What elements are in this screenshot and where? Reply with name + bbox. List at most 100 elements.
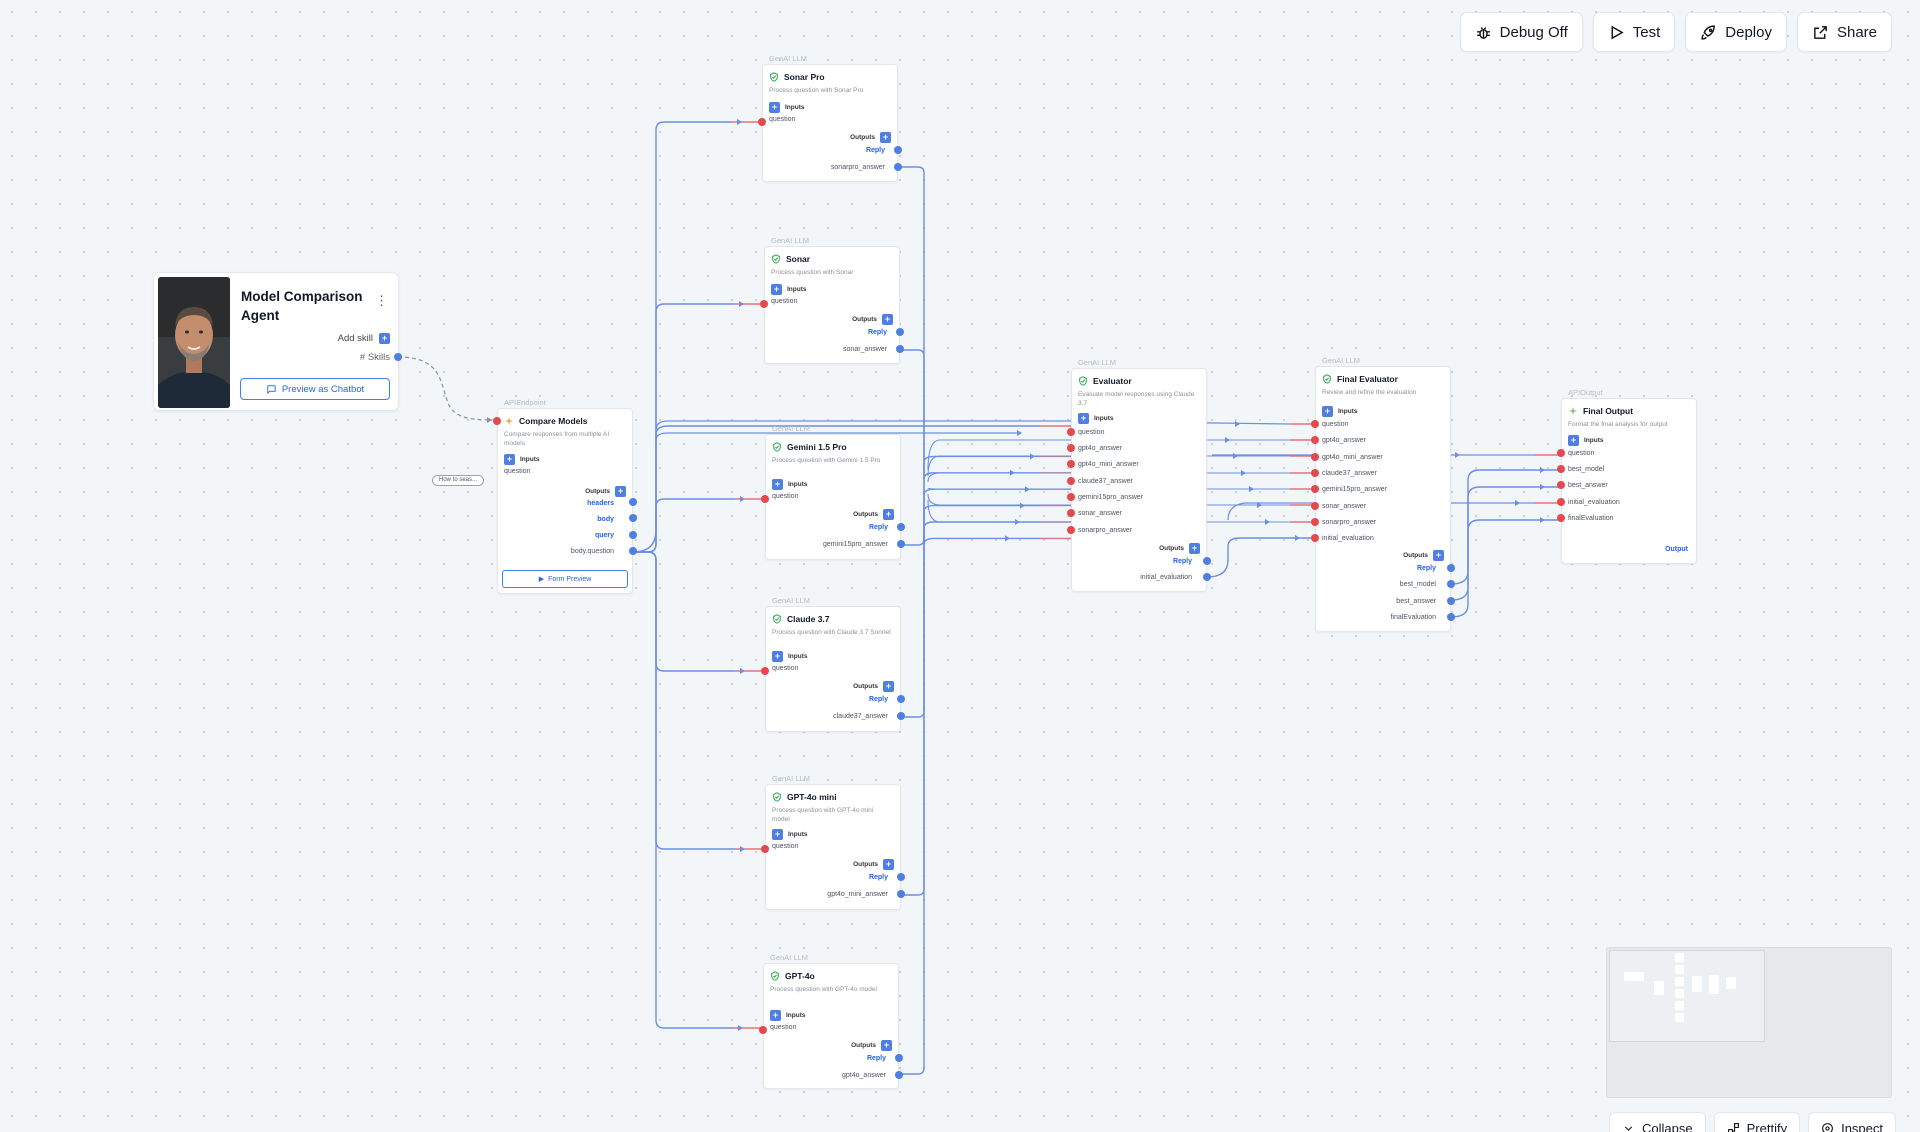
- input-port[interactable]: [761, 845, 769, 853]
- minimap-viewport[interactable]: [1609, 950, 1765, 1042]
- input-port[interactable]: [1311, 485, 1319, 493]
- input-port[interactable]: [1067, 444, 1075, 452]
- output-port[interactable]: [894, 146, 902, 154]
- input-port[interactable]: [1557, 498, 1565, 506]
- deploy-button[interactable]: Deploy: [1685, 12, 1787, 52]
- inputs-section[interactable]: +Inputs: [770, 1010, 806, 1021]
- input-port[interactable]: [760, 300, 768, 308]
- input-port[interactable]: [761, 495, 769, 503]
- form-preview-button[interactable]: ▶Form Preview: [502, 570, 628, 588]
- collapse-button[interactable]: Collapse: [1609, 1112, 1706, 1132]
- input-port[interactable]: [1311, 518, 1319, 526]
- plus-icon[interactable]: +: [504, 454, 515, 465]
- plus-icon[interactable]: +: [880, 132, 891, 143]
- plus-icon[interactable]: +: [1189, 543, 1200, 554]
- output-port[interactable]: [897, 873, 905, 881]
- output-port[interactable]: [1447, 580, 1455, 588]
- inputs-section[interactable]: +Inputs: [504, 454, 540, 465]
- inputs-section[interactable]: +Inputs: [769, 102, 805, 113]
- input-port[interactable]: [1067, 493, 1075, 501]
- evaluator-node[interactable]: GenAI LLM Evaluator Evaluate model respo…: [1071, 358, 1207, 592]
- input-port[interactable]: [1067, 526, 1075, 534]
- output-port[interactable]: [897, 695, 905, 703]
- input-port[interactable]: [1067, 477, 1075, 485]
- plus-icon[interactable]: +: [769, 102, 780, 113]
- inputs-section[interactable]: +Inputs: [1568, 435, 1604, 446]
- plus-icon[interactable]: +: [883, 859, 894, 870]
- plus-icon[interactable]: +: [882, 314, 893, 325]
- more-options-icon[interactable]: ⋮: [375, 293, 388, 308]
- input-port[interactable]: [1311, 436, 1319, 444]
- question-value-pill[interactable]: How to seas...: [432, 475, 484, 486]
- plus-icon[interactable]: +: [770, 1010, 781, 1021]
- input-port[interactable]: [1067, 460, 1075, 468]
- input-port[interactable]: [1311, 502, 1319, 510]
- skills-port[interactable]: [394, 353, 402, 361]
- plus-icon[interactable]: +: [379, 333, 390, 344]
- llm-node-sonar[interactable]: GenAI LLM Sonar Process question with So…: [764, 236, 900, 364]
- outputs-section[interactable]: Outputs+: [1159, 543, 1200, 554]
- add-skill-row[interactable]: Add skill +: [338, 333, 390, 344]
- output-port[interactable]: [629, 547, 637, 555]
- output-port[interactable]: [629, 514, 637, 522]
- output-port[interactable]: [894, 163, 902, 171]
- output-port[interactable]: [1447, 613, 1455, 621]
- preview-chatbot-button[interactable]: Preview as Chatbot: [240, 378, 390, 400]
- output-port[interactable]: [897, 540, 905, 548]
- output-port[interactable]: [1203, 557, 1211, 565]
- agent-card[interactable]: Model Comparison Agent ⋮ Add skill + # S…: [153, 272, 399, 411]
- input-port[interactable]: [1311, 453, 1319, 461]
- plus-icon[interactable]: +: [1568, 435, 1579, 446]
- inputs-section[interactable]: +Inputs: [771, 284, 807, 295]
- final-output-node[interactable]: APIOutput Final Output Format the final …: [1561, 388, 1697, 564]
- outputs-section[interactable]: Outputs+: [851, 1040, 892, 1051]
- input-port[interactable]: [761, 667, 769, 675]
- input-port[interactable]: [1067, 428, 1075, 436]
- input-port[interactable]: [493, 417, 501, 425]
- plus-icon[interactable]: +: [883, 509, 894, 520]
- inputs-section[interactable]: +Inputs: [772, 829, 808, 840]
- plus-icon[interactable]: +: [772, 829, 783, 840]
- output-port[interactable]: [896, 328, 904, 336]
- llm-node-claude[interactable]: GenAI LLM Claude 3.7 Process question wi…: [765, 596, 901, 732]
- llm-node-gpt4o-mini[interactable]: GenAI LLM GPT-4o mini Process question w…: [765, 774, 901, 910]
- input-port[interactable]: [1311, 534, 1319, 542]
- output-port[interactable]: [629, 531, 637, 539]
- output-port[interactable]: [897, 712, 905, 720]
- inputs-section[interactable]: +Inputs: [1322, 406, 1358, 417]
- prettify-button[interactable]: Prettify: [1713, 1112, 1801, 1132]
- test-button[interactable]: Test: [1592, 12, 1676, 52]
- plus-icon[interactable]: +: [1322, 406, 1333, 417]
- inputs-section[interactable]: +Inputs: [772, 651, 808, 662]
- input-port[interactable]: [759, 1026, 767, 1034]
- plus-icon[interactable]: +: [772, 651, 783, 662]
- plus-icon[interactable]: +: [881, 1040, 892, 1051]
- output-port[interactable]: [895, 1054, 903, 1062]
- outputs-section[interactable]: Outputs+: [853, 859, 894, 870]
- output-port[interactable]: [897, 890, 905, 898]
- input-port[interactable]: [1557, 514, 1565, 522]
- compare-models-node[interactable]: APIEndpoint Compare Models Compare respo…: [497, 398, 633, 594]
- llm-node-sonar-pro[interactable]: GenAI LLM Sonar Pro Process question wit…: [762, 54, 898, 182]
- input-port[interactable]: [1311, 420, 1319, 428]
- plus-icon[interactable]: +: [1433, 550, 1444, 561]
- outputs-section[interactable]: Outputs+: [1403, 550, 1444, 561]
- final-evaluator-node[interactable]: GenAI LLM Final Evaluator Review and ref…: [1315, 356, 1451, 632]
- plus-icon[interactable]: +: [1078, 413, 1089, 424]
- llm-node-gemini[interactable]: GenAI LLM Gemini 1.5 Pro Process questio…: [765, 424, 901, 560]
- share-button[interactable]: Share: [1796, 12, 1892, 52]
- output-port[interactable]: [895, 1071, 903, 1079]
- outputs-section[interactable]: Outputs+: [585, 486, 626, 497]
- output-port[interactable]: [629, 498, 637, 506]
- llm-node-gpt4o[interactable]: GenAI LLM GPT-4o Process question with G…: [763, 953, 899, 1089]
- output-port[interactable]: [1447, 597, 1455, 605]
- input-port[interactable]: [1557, 449, 1565, 457]
- outputs-section[interactable]: Outputs+: [852, 314, 893, 325]
- input-port[interactable]: [1311, 469, 1319, 477]
- plus-icon[interactable]: +: [615, 486, 626, 497]
- output-port[interactable]: [897, 523, 905, 531]
- minimap[interactable]: [1606, 947, 1892, 1098]
- output-port[interactable]: [1203, 573, 1211, 581]
- plus-icon[interactable]: +: [883, 681, 894, 692]
- inputs-section[interactable]: +Inputs: [772, 479, 808, 490]
